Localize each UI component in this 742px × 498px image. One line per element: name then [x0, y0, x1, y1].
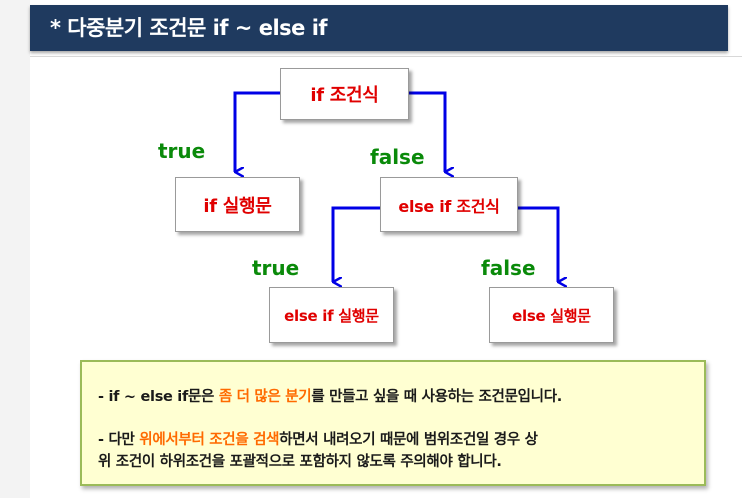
else-action-label: else 실행문 — [512, 306, 591, 325]
branch-label-false-1: false — [370, 145, 425, 169]
note-line-1-highlight: 좀 더 많은 분기 — [218, 389, 312, 405]
arrow-if-false — [407, 91, 445, 172]
note-line-1-text-end: 를 만들고 싶을 때 사용하는 조건문입니다. — [311, 389, 562, 405]
if-action-label: if 실행문 — [203, 195, 272, 217]
elseif-condition-box: else if 조건식 — [380, 177, 518, 232]
note-line-2-text-end: 하면서 내려오기 때문에 범위조건일 경우 상 — [279, 432, 538, 448]
elseif-condition-label: else if 조건식 — [398, 196, 500, 216]
title-bar: * 다중분기 조건문 if ~ else if — [30, 5, 728, 51]
branch-label-true-2: true — [252, 256, 300, 280]
if-condition-label: if 조건식 — [310, 85, 379, 106]
if-action-box: if 실행문 — [175, 177, 300, 232]
note-line-3: 위 조건이 하위조건을 포괄적으로 포함하지 않도록 주의해야 합니다. — [98, 454, 502, 470]
note-line-2-text: - 다만 — [98, 432, 140, 448]
note-line-1-text: - if ~ else if문은 — [98, 389, 219, 405]
arrow-elseif-true — [331, 206, 380, 282]
note-box: - if ~ else if문은 좀 더 많은 분기를 만들고 싶을 때 사용하… — [80, 360, 706, 486]
elseif-action-box: else if 실행문 — [269, 287, 394, 343]
divider — [30, 56, 742, 57]
branch-label-true-1: true — [158, 139, 206, 163]
arrow-if-true — [233, 91, 280, 172]
elseif-action-label: else if 실행문 — [284, 306, 379, 325]
branch-label-false-2: false — [481, 256, 536, 280]
note-line-2: - 다만 위에서부터 조건을 검색하면서 내려오기 때문에 범위조건일 경우 상 — [98, 428, 538, 449]
else-action-box: else 실행문 — [489, 287, 614, 343]
if-condition-box: if 조건식 — [280, 68, 409, 120]
arrow-elseif-false — [516, 206, 558, 282]
note-line-1: - if ~ else if문은 좀 더 많은 분기를 만들고 싶을 때 사용하… — [98, 385, 562, 406]
page-title: * 다중분기 조건문 if ~ else if — [50, 16, 328, 40]
note-line-2-highlight: 위에서부터 조건을 검색 — [139, 432, 280, 448]
